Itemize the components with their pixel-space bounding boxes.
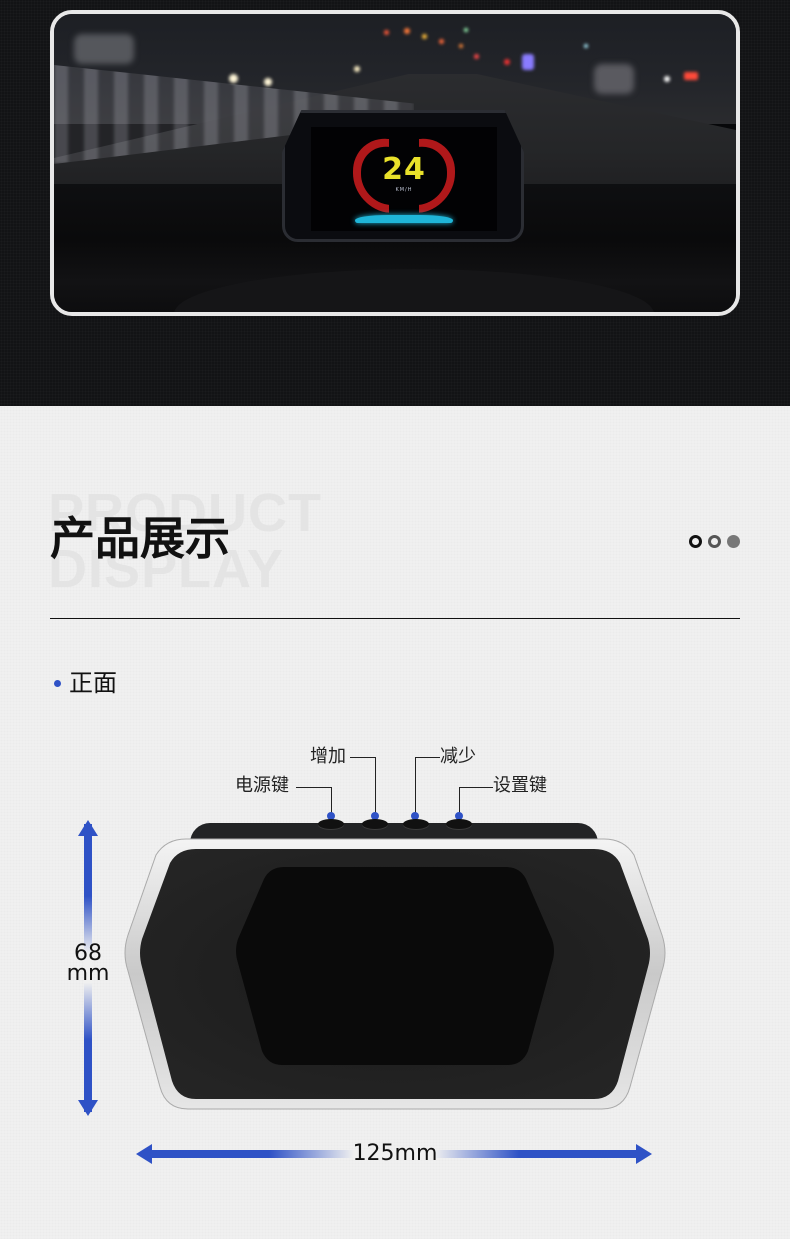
hero-photo: 24 KM/H [50,10,740,316]
view-label-text: 正面 [69,669,117,697]
scene-lights [54,14,736,312]
callout-line [296,787,332,788]
device-body-icon [124,838,666,1110]
light [439,39,444,44]
light [504,59,510,65]
width-dimension-arrow [136,1144,652,1164]
increase-button [362,819,388,829]
light [474,54,479,59]
light [422,34,427,39]
callout-line [415,757,440,758]
hud-speed-bar [355,215,453,223]
callout-decrease: 减少 [440,746,476,767]
hud-speed: 24 [382,152,426,187]
height-dimension-label: 68 mm [60,941,116,986]
light [664,76,670,82]
button-marker-decrease [411,812,419,820]
hero-section: 24 KM/H [0,0,790,406]
light [594,64,634,94]
pager-dots [689,535,740,548]
callout-line [415,757,416,813]
callout-settings: 设置键 [493,775,547,796]
height-value: 68 [74,941,102,966]
light [229,74,238,83]
callout-line [350,757,376,758]
width-dimension-label: 125mm [352,1141,438,1166]
button-marker-settings [455,812,463,820]
hud-screen: 24 KM/H [311,127,497,231]
view-label: 正面 [54,668,117,698]
hud-device-front [124,831,666,1113]
light [264,78,272,86]
hud-speed-unit: KM/H [395,187,413,193]
button-marker-increase [371,812,379,820]
callout-power: 电源键 [235,775,289,796]
hud-device-photo: 24 KM/H [282,110,524,242]
power-button [318,819,344,829]
light [74,34,134,64]
section-divider [50,618,740,619]
callout-line [459,787,460,813]
light [464,28,468,32]
night-road-scene: 24 KM/H [54,14,736,312]
bg-text-display: DISPLAY [48,539,285,599]
callout-increase: 增加 [310,746,346,767]
section-title: 产品展示 [50,512,231,565]
decrease-button [403,819,429,829]
height-unit: mm [66,961,110,986]
callout-line [459,787,493,788]
callout-line [375,757,376,813]
pager-dot-3 [727,535,740,548]
light [684,72,698,80]
callout-line [331,787,332,813]
bullet-icon [54,679,61,687]
height-dimension-arrow [78,820,98,1116]
pager-dot-1 [689,535,702,548]
light [584,44,588,48]
light [459,44,463,48]
light [354,66,360,72]
settings-button [446,819,472,829]
light [404,28,410,34]
light [384,30,389,35]
pager-dot-2 [708,535,721,548]
light [522,54,534,70]
bg-text-product: PRODUCT [48,483,322,543]
button-marker-power [327,812,335,820]
